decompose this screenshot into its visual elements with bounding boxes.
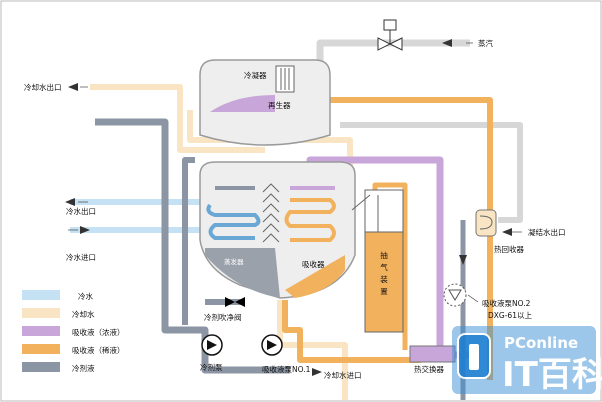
legend-label-cooling-water: 冷却水	[72, 309, 95, 319]
regenerator-label: 再生器	[268, 100, 291, 110]
pconline-watermark: PConline IT百科	[452, 326, 602, 395]
refrigerant-spray-header	[215, 186, 255, 190]
legend-swatch-diluted-solution	[22, 344, 60, 354]
steam-valve-icon	[377, 19, 403, 51]
condensate-arrow-icon	[502, 228, 512, 236]
svg-text:装: 装	[380, 274, 388, 284]
condenser-label: 冷凝器	[244, 70, 267, 80]
evaporator-pool	[205, 248, 280, 298]
heat-recovery-label: 热回收器	[494, 244, 524, 254]
chilled-water-inlet-label: 冷水进口	[66, 252, 96, 262]
cooling-water-inlet-pipe	[277, 300, 348, 400]
legend-label-concentrated-solution: 吸收液（浓液）	[72, 327, 125, 337]
purge-tank-liquid	[364, 231, 404, 333]
watermark-text: IT百科	[502, 355, 602, 395]
dxg-label: DXG-61以上	[488, 311, 532, 320]
lower-shell	[199, 161, 356, 299]
condensate-pipe	[340, 122, 523, 223]
legend-swatch-chilled-water	[22, 290, 60, 300]
absorber-coil	[284, 198, 336, 242]
regenerator-solution	[210, 95, 275, 112]
refrigerant-down-arrow-icon	[459, 255, 467, 265]
absorbent-spray-header	[290, 186, 335, 190]
steam-label: 蒸汽	[478, 38, 493, 48]
absorber-pump-no1-label: 吸收液泵NO.1	[262, 364, 311, 374]
absorber-pool	[285, 255, 345, 298]
cooling-water-outlet-label: 冷却水出口	[24, 82, 62, 92]
chilled-water-out-arrow-icon	[65, 198, 75, 206]
cooling-water-out-arrow-icon	[68, 83, 78, 91]
chilled-water-outlet-label: 冷水出口	[66, 206, 96, 216]
evaporator-label: 蒸发器	[224, 257, 244, 266]
absorber-pump-no1-icon	[261, 334, 283, 356]
legend-label-refrigerant: 冷剂液	[72, 363, 95, 373]
refrigerant-purge-valve-icon	[225, 297, 245, 307]
legend-swatch-cooling-water	[22, 308, 60, 318]
refrigerant-purge-valve-label: 冷剂吹净阀	[204, 312, 242, 322]
diluted-solution-pipe-right	[295, 97, 493, 380]
diluted-solution-pipe-purge	[372, 182, 408, 350]
cooling-water-outlet-pipe	[90, 84, 265, 153]
legend-swatch-refrigerant	[22, 362, 60, 372]
flow-arrows	[65, 39, 512, 376]
steam-arrow-icon	[442, 39, 452, 47]
heat-exchanger-label: 热交换器	[414, 364, 444, 374]
refrigerant-pipe-left	[95, 118, 209, 345]
eliminator-chevrons	[262, 183, 280, 243]
legend-swatch-concentrated-solution	[22, 326, 60, 336]
refrigerant-pipe-inner	[182, 157, 195, 325]
steam-pipe	[316, 39, 470, 65]
cooling-water-inlet-label: 冷却水进口	[324, 370, 362, 380]
refrigerant-pipe-bottom	[201, 345, 290, 374]
purge-unit-label: 抽 气 装 置	[380, 250, 388, 296]
chilled-water-in-arrow-icon	[80, 226, 90, 234]
condensate-outlet-label: 凝结水出口	[528, 227, 566, 237]
pconline-logo-icon	[457, 333, 491, 379]
svg-text:置: 置	[380, 287, 388, 296]
absorber-pump-no2-icon	[443, 283, 467, 307]
upper-shell	[199, 59, 331, 146]
heat-exchanger	[409, 345, 456, 363]
absorber-pump-no2-label: 吸收液泵NO.2	[482, 298, 531, 308]
absorber-label: 吸收器	[302, 259, 325, 269]
svg-text:气: 气	[380, 262, 388, 272]
refrigerant-pump-icon	[201, 334, 223, 356]
purge-unit	[351, 189, 404, 333]
cooling-water-in-arrow-icon	[312, 368, 322, 376]
legend: 冷水 冷却水 吸收液（浓液） 吸收液（稀液） 冷剂液	[22, 290, 125, 373]
svg-text:抽: 抽	[380, 250, 388, 260]
evaporator-coil	[206, 203, 261, 240]
legend-label-chilled-water: 冷水	[78, 291, 93, 301]
refrigerant-pump-label: 冷剂泵	[200, 362, 223, 372]
heat-recovery-unit	[475, 209, 497, 237]
legend-label-diluted-solution: 吸收液（稀液）	[72, 345, 125, 355]
watermark-brand: PConline	[504, 334, 578, 352]
